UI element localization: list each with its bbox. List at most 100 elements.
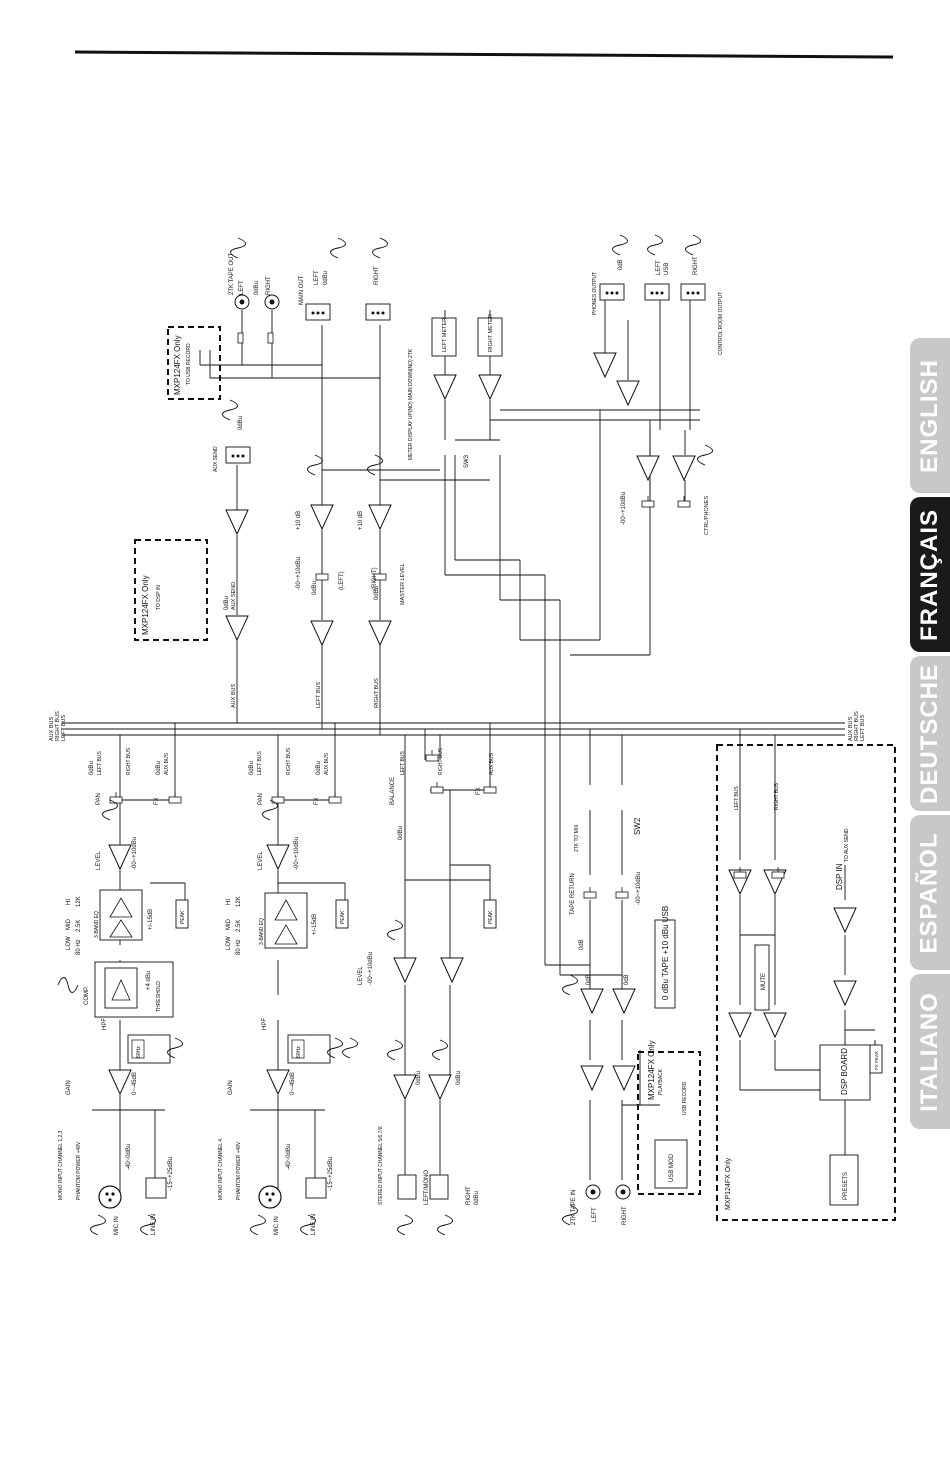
- stereo-odbu-r: 0dBu: [456, 1071, 462, 1085]
- label-ctrl-phones: CTRL/PHONES: [704, 496, 710, 535]
- tape-odb-l: 0dB: [586, 974, 592, 985]
- tape-return: TAPE RETURN: [570, 873, 576, 915]
- stereo-right-bus: RIGHT BUS: [438, 747, 444, 775]
- mono-channel-a: MONO INPUT CHANNEL 1,2,3 PHANTOM POWER +…: [57, 723, 189, 1236]
- tape-odb-r: 0dB: [624, 974, 630, 985]
- tab-english[interactable]: ENGLISH: [910, 338, 950, 493]
- label-aux-send-2: AUX SEND: [231, 582, 237, 610]
- output-connectors: [225, 283, 706, 464]
- mono-b-mic-range: -40~0dBu: [286, 1144, 292, 1170]
- mono-a-fx: FX: [154, 797, 160, 805]
- stereo-fx: FX: [476, 787, 482, 795]
- tab-deutsche[interactable]: DEUTSCHE: [910, 656, 950, 811]
- mono-a-mic-range: -40~0dBu: [126, 1144, 132, 1170]
- mono-b-level-range: -00~+10dBu: [294, 837, 300, 870]
- dsp-right-bus: RIGHT BUS: [774, 782, 780, 810]
- bus-label-left-right: LEFT BUS: [860, 714, 866, 741]
- mono-b-f-hi: 12K: [236, 896, 242, 907]
- mono-b-hi: HI: [226, 899, 232, 905]
- tape-section: 2TK TAPE IN LEFT RIGHT TAPE RETURN 0dB -…: [545, 729, 701, 1226]
- tab-deutsche-label: DEUTSCHE: [916, 663, 944, 804]
- mono-a-mid: MID: [66, 918, 72, 930]
- tab-francais[interactable]: FRANÇAIS: [910, 497, 950, 652]
- stereo-right: RIGHT: [466, 1186, 472, 1205]
- label-left-paren: (LEFT): [339, 571, 345, 590]
- label-left-level-range: -00~+10dBu: [296, 557, 302, 590]
- stereo-odbu-l: 0dBu: [416, 1071, 422, 1085]
- label-phones-odb: 0dB: [618, 259, 624, 270]
- mono-b-line-range: -15~+25dBu: [328, 1157, 334, 1190]
- label-tape-out: 2TK TAPE OUT: [229, 253, 235, 295]
- tab-italiano[interactable]: ITALIANO: [910, 974, 950, 1129]
- tape-sw2: SW2: [633, 817, 642, 835]
- mono-a-plus4: +4 dBu: [146, 971, 152, 990]
- label-to-usb-record: TO USB RECORD: [186, 343, 192, 385]
- tape-playback: PLAYBACK: [658, 1068, 664, 1095]
- mono-b-eq: 3-BAND EQ: [259, 918, 265, 945]
- mono-a-hi: HI: [66, 899, 72, 905]
- bus-label-aux-left: AUX BUS: [49, 717, 55, 741]
- tab-english-label: ENGLISH: [916, 358, 943, 473]
- mono-a-line-in: LINE IN: [151, 1214, 157, 1235]
- mono-a-eq: 3-BAND EQ: [94, 911, 100, 938]
- label-right-paren: (RIGHT): [372, 567, 378, 590]
- usb-playback-box: [637, 1051, 701, 1195]
- tape-note: 0 dBu TAPE +10 dBu USB: [661, 906, 670, 1000]
- dsp-title: MXP124FX Only: [725, 1157, 732, 1210]
- stereo-channel: STEREO INPUT CHANNEL 5/6,7/8 LEFT/MONO R…: [358, 723, 497, 1236]
- label-aux-send-2-odbu: 0dBu: [224, 596, 230, 610]
- stereo-left-bus: LEFT BUS: [400, 751, 406, 775]
- dsp-section: MXP124FX Only LEFT BUS RIGHT BUS DSP IN …: [716, 729, 896, 1221]
- tab-espanol-label: ESPAÑOL: [916, 831, 944, 954]
- label-right-plus10: +10 dB: [358, 511, 364, 530]
- tape-usb-record: USB RECORD: [682, 1081, 688, 1115]
- mono-a-low: LOW: [66, 936, 72, 950]
- tape-in-title: 2TK TAPE IN: [571, 1190, 577, 1225]
- stereo-level: LEVEL: [358, 966, 364, 985]
- mono-b-f-low: 80 Hz: [236, 939, 242, 955]
- mono-b-aux-bus: AUX BUS: [324, 752, 330, 775]
- label-ctrl-range: -00~+10dBu: [621, 492, 627, 525]
- top-output-section: [199, 300, 700, 975]
- label-main-out: MAIN OUT: [299, 275, 305, 305]
- tab-francais-label: FRANÇAIS: [916, 508, 943, 641]
- dsp-dashed-box: [716, 744, 896, 1221]
- label-right-odbu: 0dBu: [374, 586, 380, 600]
- mono-b-gain-range: 0~-45dB: [290, 1072, 296, 1095]
- mono-b-right-bus: RIGHT BUS: [286, 747, 292, 775]
- mono-b-mid: MID: [226, 918, 232, 930]
- dsp-board: DSP BOARD: [840, 1048, 849, 1095]
- mono-b-left-bus: LEFT BUS: [257, 751, 263, 775]
- dsp-in-box: [134, 539, 208, 641]
- mono-a-gain: GAIN: [66, 1080, 72, 1095]
- stereo-balance: BALANCE: [390, 777, 396, 805]
- dsp-to-aux-send: TO AUX SEND: [844, 828, 850, 862]
- mono-b-peak: PEAK: [340, 910, 346, 924]
- stereo-level-range: -00~+10dBu: [368, 952, 374, 985]
- tab-italiano-label: ITALIANO: [916, 991, 944, 1112]
- mono-b-fx: FX: [314, 797, 320, 805]
- mono-a-odbu-1: 0dBu: [89, 761, 95, 775]
- label-meter-display: METER DISPLAY UP(NO) MAIN DOWN(NO) 2TK: [408, 348, 414, 460]
- label-control-room-output: CONTROL ROOM OUTPUT: [718, 292, 724, 355]
- stereo-left-mono: LEFT/MONO: [424, 1170, 430, 1205]
- mono-a-line-range: -15~+25dBu: [168, 1157, 174, 1190]
- label-main-right: RIGHT: [374, 266, 380, 285]
- mono-a-title: MONO INPUT CHANNEL 1,2,3: [58, 1130, 64, 1200]
- label-right-bus-vertical: RIGHT BUS: [374, 678, 380, 708]
- tab-espanol[interactable]: ESPAÑOL: [910, 815, 950, 970]
- bus-label-right-left: RIGHT BUS: [55, 711, 61, 741]
- mono-b-odbu-2: 0dBu: [316, 761, 322, 775]
- label-to-dsp-in: TO DSP IN: [156, 585, 162, 610]
- mono-a-mic-in: MIC IN: [114, 1216, 120, 1235]
- label-sw3: SW3: [464, 454, 470, 468]
- label-phones-output: PHONES OUTPUT: [592, 272, 598, 315]
- label-aux-send: AUX SEND: [213, 446, 219, 472]
- mono-a-f-hi: 12K: [76, 896, 82, 907]
- block-diagram: AUX BUS RIGHT BUS LEFT BUS AUX BUS RIGHT…: [49, 50, 896, 1236]
- stereo-right-odbu: 0dBu: [474, 1191, 480, 1205]
- mono-a-peak: PEAK: [180, 910, 186, 924]
- label-master-level: MASTER LEVEL: [400, 563, 406, 605]
- usb-record-box: [167, 326, 221, 400]
- mono-a-gain-range: 0~-45dB: [132, 1072, 138, 1095]
